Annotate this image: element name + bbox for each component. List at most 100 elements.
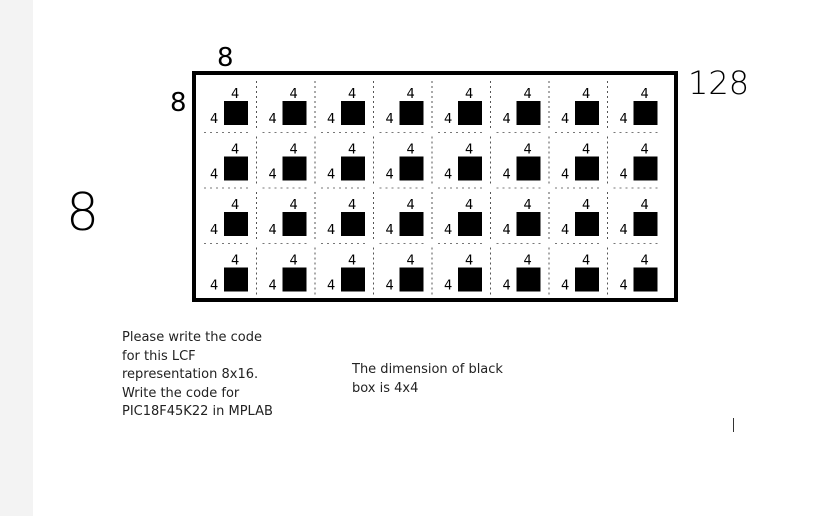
black-pixel-box: [224, 267, 248, 292]
box-width-label: 4: [407, 198, 415, 213]
box-width-label: 4: [641, 198, 649, 213]
dimension-line: box is 4x4: [352, 380, 419, 396]
black-pixel-box: [575, 212, 599, 236]
box-width-label: 4: [348, 143, 356, 158]
black-pixel-box: [633, 156, 658, 181]
box-height-label: 4: [561, 168, 569, 183]
box-width-label: 4: [407, 254, 415, 269]
box-width-label: 4: [348, 87, 356, 102]
box-height-label: 4: [327, 279, 335, 294]
black-pixel-box: [341, 156, 365, 181]
box-width-label: 4: [465, 87, 473, 102]
black-pixel-box: [516, 212, 541, 236]
box-height-label: 4: [503, 223, 511, 238]
box-width-label: 4: [290, 143, 298, 158]
black-pixel-box: [458, 267, 482, 292]
box-height-label: 4: [561, 279, 569, 294]
box-width-label: 4: [290, 254, 298, 269]
request-line: for this LCF: [122, 348, 196, 364]
box-width-label: 4: [582, 143, 590, 158]
black-pixel-box: [633, 212, 658, 236]
box-width-label: 4: [407, 87, 415, 102]
request-line: representation 8x16.: [122, 367, 259, 382]
box-width-label: 4: [582, 198, 590, 213]
black-pixel-box: [282, 156, 307, 181]
black-pixel-box: [633, 267, 658, 292]
black-pixel-box: [575, 267, 599, 292]
box-height-label: 4: [210, 112, 218, 127]
box-height-label: 4: [327, 168, 335, 183]
side-height-label: 8: [66, 183, 99, 243]
request-line: PIC18F45K22 in MPLAB: [122, 404, 273, 419]
black-pixel-box: [224, 101, 248, 125]
total-width-label: 128: [688, 64, 749, 102]
top-width-label: 8: [217, 43, 234, 73]
request-line: Please write the code: [122, 330, 262, 345]
box-height-label: 4: [269, 223, 277, 238]
black-pixel-box: [224, 212, 248, 236]
text-cursor: [733, 418, 734, 432]
box-height-label: 4: [210, 168, 218, 183]
black-pixel-box: [341, 267, 365, 292]
black-pixel-box: [575, 156, 599, 181]
black-pixel-box: [516, 267, 541, 292]
box-height-label: 4: [561, 223, 569, 238]
black-pixel-box: [341, 212, 365, 236]
box-width-label: 4: [231, 198, 239, 213]
box-width-label: 4: [524, 198, 532, 213]
box-height-label: 4: [503, 279, 511, 294]
box-height-label: 4: [269, 279, 277, 294]
black-pixel-box: [516, 101, 541, 125]
black-pixel-box: [399, 101, 424, 125]
box-width-label: 4: [641, 254, 649, 269]
box-width-label: 4: [465, 143, 473, 158]
box-width-label: 4: [582, 87, 590, 102]
box-height-label: 4: [561, 112, 569, 127]
black-pixel-box: [458, 156, 482, 181]
box-height-label: 4: [386, 168, 394, 183]
box-height-label: 4: [386, 112, 394, 127]
dimension-line: The dimension of black: [352, 362, 503, 377]
black-pixel-box: [575, 101, 599, 125]
pixel-grid: 4444444444444444444444444444444444444444…: [204, 81, 660, 295]
request-line: Write the code for: [122, 385, 240, 401]
black-pixel-box: [341, 101, 365, 125]
page-margin: [0, 0, 33, 516]
box-height-label: 4: [327, 223, 335, 238]
black-pixel-box: [282, 212, 307, 236]
box-height-label: 4: [386, 223, 394, 238]
black-pixel-box: [282, 267, 307, 292]
box-width-label: 4: [348, 198, 356, 213]
box-width-label: 4: [231, 254, 239, 269]
box-width-label: 4: [348, 254, 356, 269]
black-pixel-box: [458, 101, 482, 125]
box-width-label: 4: [407, 143, 415, 158]
box-height-label: 4: [503, 168, 511, 183]
box-width-label: 4: [290, 198, 298, 213]
black-pixel-box: [399, 212, 424, 236]
box-height-label: 4: [444, 168, 452, 183]
box-width-label: 4: [524, 254, 532, 269]
black-pixel-box: [516, 156, 541, 181]
dimension-note: The dimension of black box is 4x4: [352, 361, 503, 398]
box-height-label: 4: [269, 168, 277, 183]
box-width-label: 4: [641, 87, 649, 102]
box-width-label: 4: [290, 87, 298, 102]
corner-height-label: 8: [170, 88, 187, 118]
request-note: Please write the code for this LCF repre…: [122, 329, 273, 422]
box-width-label: 4: [465, 198, 473, 213]
black-pixel-box: [633, 101, 658, 125]
box-height-label: 4: [327, 112, 335, 127]
box-height-label: 4: [503, 112, 511, 127]
black-pixel-box: [282, 101, 307, 125]
black-pixel-box: [458, 212, 482, 236]
display-outline: [192, 71, 678, 302]
box-width-label: 4: [641, 143, 649, 158]
black-pixel-box: [399, 156, 424, 181]
box-width-label: 4: [231, 143, 239, 158]
box-height-label: 4: [210, 279, 218, 294]
box-height-label: 4: [620, 279, 628, 294]
box-width-label: 4: [231, 87, 239, 102]
black-pixel-box: [399, 267, 424, 292]
